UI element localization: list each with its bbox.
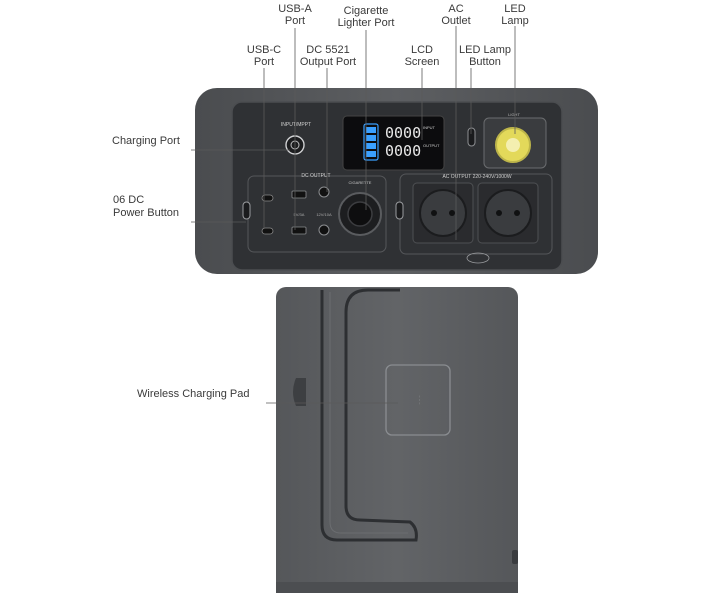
label-usb-c: USB-C Port (246, 44, 282, 68)
leader-lines (191, 26, 516, 404)
input-mppt-text: INPUT/MPPT (281, 122, 311, 128)
light-text: LIGHT (508, 112, 520, 117)
lcd-battery-bar-1 (366, 127, 376, 133)
side-body (276, 287, 518, 593)
side-grip-notch (293, 378, 306, 406)
ac-power-button[interactable] (395, 201, 404, 220)
wireless-pad-marking: ~ ~ ~ (417, 395, 422, 405)
label-cigarette: Cigarette Lighter Port (337, 5, 395, 29)
label-wireless: Wireless Charging Pad (137, 388, 250, 400)
wireless-charging-pad[interactable] (385, 364, 451, 436)
led-lamp-button[interactable] (467, 127, 476, 147)
side-bottom-port (512, 550, 518, 564)
brand-logo-badge (466, 252, 490, 264)
usb-a-port-2[interactable] (291, 226, 307, 235)
label-ac-outlet: AC Outlet (441, 3, 471, 27)
lcd-value-top: 0000 (385, 124, 421, 142)
side-unit: ~ ~ ~ (276, 287, 518, 593)
dc-output-text: DC OUTPUT (301, 173, 330, 179)
cigarette-text: CIGARETTE (349, 180, 372, 185)
label-led-button: LED Lamp Button (459, 44, 511, 68)
side-handle (320, 288, 418, 542)
front-unit: INPUT/MPPT 0000 0000 INPUT OUTPUT LIGHT … (195, 88, 598, 274)
dc5521-port-1[interactable] (318, 186, 330, 198)
usb-a-port-1[interactable] (291, 190, 307, 199)
dc-small-text: 12V/10A (316, 212, 332, 217)
dc5521-port-2[interactable] (318, 224, 330, 236)
side-handle-inner (329, 292, 408, 534)
label-dc-power: 06 DC Power Button (113, 194, 180, 219)
label-charging-port: Charging Port (112, 135, 180, 147)
ac-outlet-1-pin-l (431, 210, 437, 216)
cigarette-lighter-inner (347, 201, 373, 227)
ac-outlet-2[interactable] (484, 189, 532, 237)
label-lcd: LCD Screen (404, 44, 440, 68)
usb-c-port-1[interactable] (261, 194, 274, 202)
lcd-battery-bar-4 (366, 151, 376, 157)
ac-outlet-2-pin-l (496, 210, 502, 216)
lcd-battery-bar-3 (366, 143, 376, 149)
label-usb-a: USB-A Port (278, 3, 312, 27)
ac-output-text: AC OUTPUT 220-240V/1000W (442, 174, 511, 180)
lcd-unit-top: INPUT (423, 125, 436, 130)
usb-a-small-text: 5V/3A (294, 212, 305, 217)
lcd-value-bottom: 0000 (385, 142, 421, 160)
dc-power-button[interactable] (242, 201, 251, 220)
ac-outlet-1-pin-r (449, 210, 455, 216)
lcd-battery-bar-2 (366, 135, 376, 141)
label-dc5521: DC 5521 Output Port (299, 44, 357, 68)
lcd-battery-icon (363, 123, 379, 161)
usb-c-port-2[interactable] (261, 227, 274, 235)
ac-outlet-2-pin-r (514, 210, 520, 216)
label-led-lamp: LED Lamp (501, 3, 529, 27)
led-lamp-core (506, 138, 520, 152)
ac-outlet-1[interactable] (419, 189, 467, 237)
side-bottom-foot (276, 582, 518, 593)
lcd-unit-bottom: OUTPUT (423, 143, 440, 148)
